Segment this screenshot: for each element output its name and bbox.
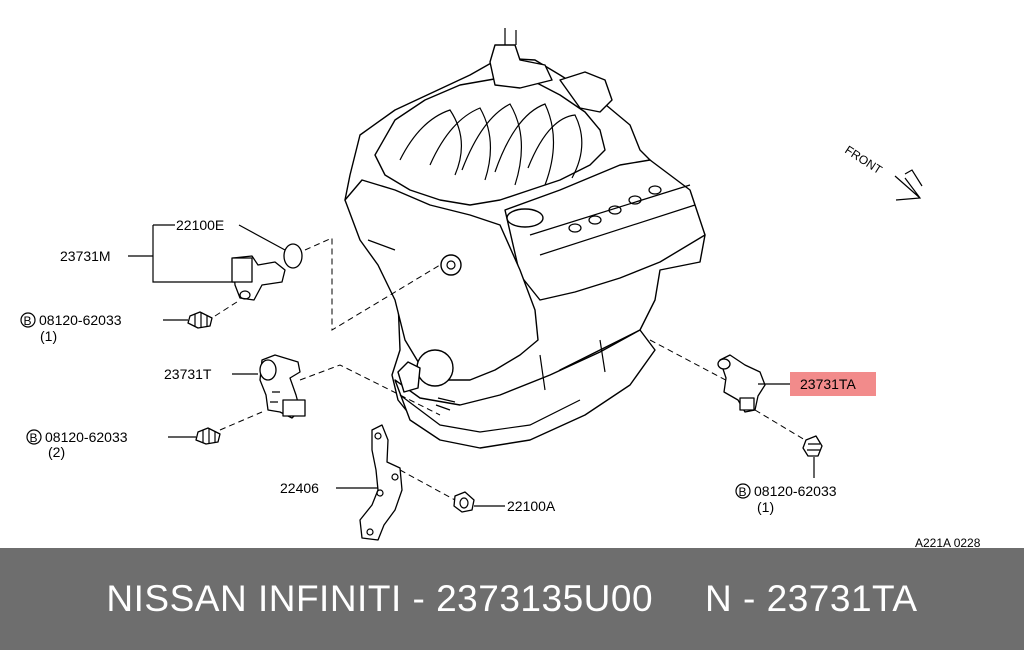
spark-plug-holes: [568, 185, 662, 233]
bolt-symbol-1: B: [24, 314, 32, 328]
engine-illustration: [344, 28, 706, 449]
part-group-23731M: [128, 224, 441, 331]
bracket-22406: [359, 424, 403, 541]
part-group-22406: [336, 424, 505, 541]
label-22100A: 22100A: [507, 498, 556, 514]
label-22100E: 22100E: [176, 217, 224, 233]
bolt-symbol-3: B: [739, 485, 747, 499]
footer-bar: NISSAN INFINITI - 2373135U00 N - 23731TA: [0, 548, 1024, 650]
bolt-symbol-icon: [20, 312, 36, 328]
label-bolt-3-qty: (1): [757, 499, 774, 515]
part-group-23731TA: [649, 339, 876, 478]
label-bolt-1-qty: (1): [40, 328, 57, 344]
label-bolt-2: 08120-62033: [45, 429, 128, 445]
label-bolt-1: 08120-62033: [39, 312, 122, 328]
sensor-22100A: [453, 491, 475, 513]
diagram-code: A221A 0228: [915, 536, 981, 548]
front-direction-indicator: FRONT: [842, 143, 923, 201]
footer-reference: N - 23731TA: [705, 578, 918, 619]
bolt-08120-62033-a: [187, 311, 213, 329]
label-23731TA: 23731TA: [800, 376, 856, 392]
label-22406: 22406: [280, 480, 319, 496]
footer-text: NISSAN INFINITI - 2373135U00 N - 23731TA: [0, 548, 1024, 650]
o-ring-22100E: [283, 243, 303, 269]
part-group-23731T: [168, 354, 441, 445]
bolt-symbol-icon: [735, 483, 751, 499]
engine-parts-diagram: FRONT: [20, 28, 981, 548]
footer-part-number: NISSAN INFINITI - 2373135U00: [106, 578, 654, 619]
bolt-symbol-2: B: [30, 431, 38, 445]
bolt-symbol-icon: [26, 429, 42, 445]
bolt-08120-62033-b: [195, 427, 221, 445]
bolt-08120-62033-c: [802, 435, 823, 457]
part-labels: 22100E 23731M B 08120-62033 (1) 23731T B…: [20, 217, 981, 548]
label-23731T: 23731T: [164, 366, 212, 382]
highlight-box: [790, 372, 876, 396]
label-23731M: 23731M: [60, 248, 111, 264]
label-bolt-3: 08120-62033: [754, 483, 837, 499]
front-arrow-icon: [894, 175, 922, 201]
label-bolt-2-qty: (2): [48, 444, 65, 460]
front-label: FRONT: [842, 143, 885, 178]
